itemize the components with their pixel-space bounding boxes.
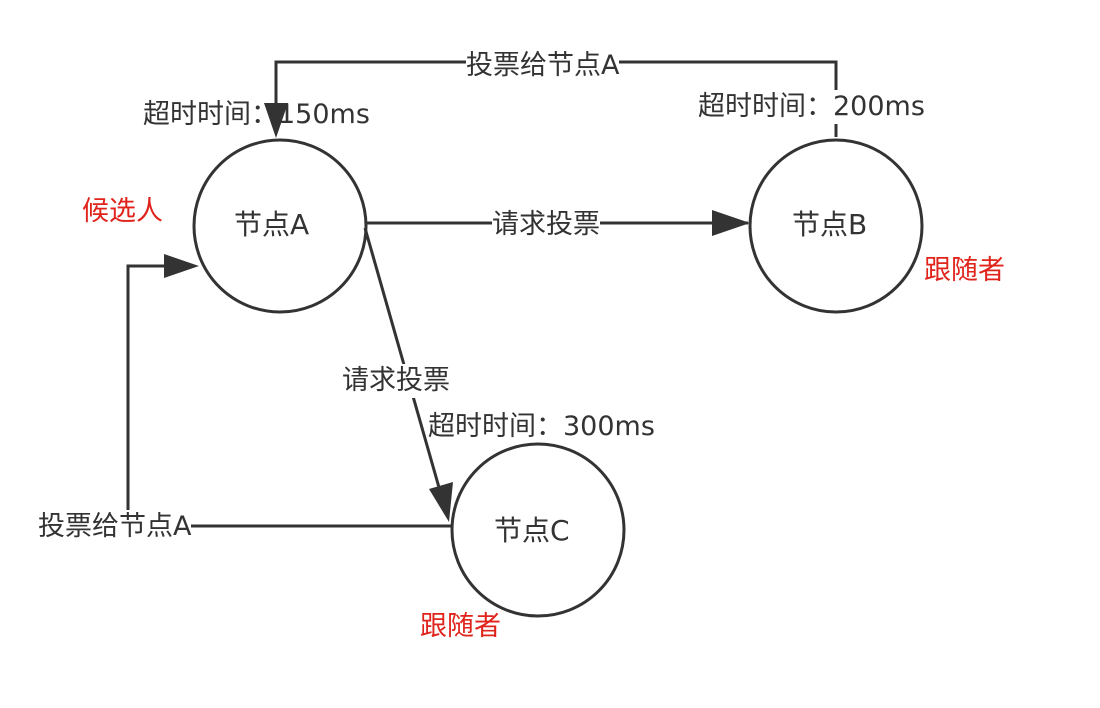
edge-a-to-c-label: 请求投票: [342, 364, 450, 398]
node-c-circle[interactable]: [450, 442, 626, 618]
node-c-label: 节点C: [494, 514, 570, 547]
node-b-role: 跟随者: [924, 255, 1005, 286]
node-a-timeout: 超时时间：150ms: [143, 99, 370, 130]
arrowhead-a-to-b: [712, 210, 750, 236]
edge-a-to-b-label: 请求投票: [492, 208, 600, 242]
node-b-circle[interactable]: [748, 138, 924, 314]
node-a-role: 候选人: [82, 196, 163, 227]
edge-c-to-a-label: 投票给节点A: [38, 510, 192, 544]
arrowhead-b-to-a: [264, 103, 288, 138]
edge-b-to-a-label: 投票给节点A: [466, 49, 620, 83]
edge-c-to-a: [126, 264, 452, 528]
node-a-circle[interactable]: [192, 138, 368, 314]
node-c-role: 跟随者: [420, 611, 501, 642]
node-a-label: 节点A: [234, 208, 310, 241]
arrowhead-c-to-a: [164, 254, 199, 278]
node-b-label: 节点B: [792, 208, 868, 241]
arrowhead-a-to-c: [429, 482, 453, 522]
node-c-timeout: 超时时间：300ms: [428, 411, 655, 442]
node-b-timeout: 超时时间：200ms: [698, 90, 925, 124]
